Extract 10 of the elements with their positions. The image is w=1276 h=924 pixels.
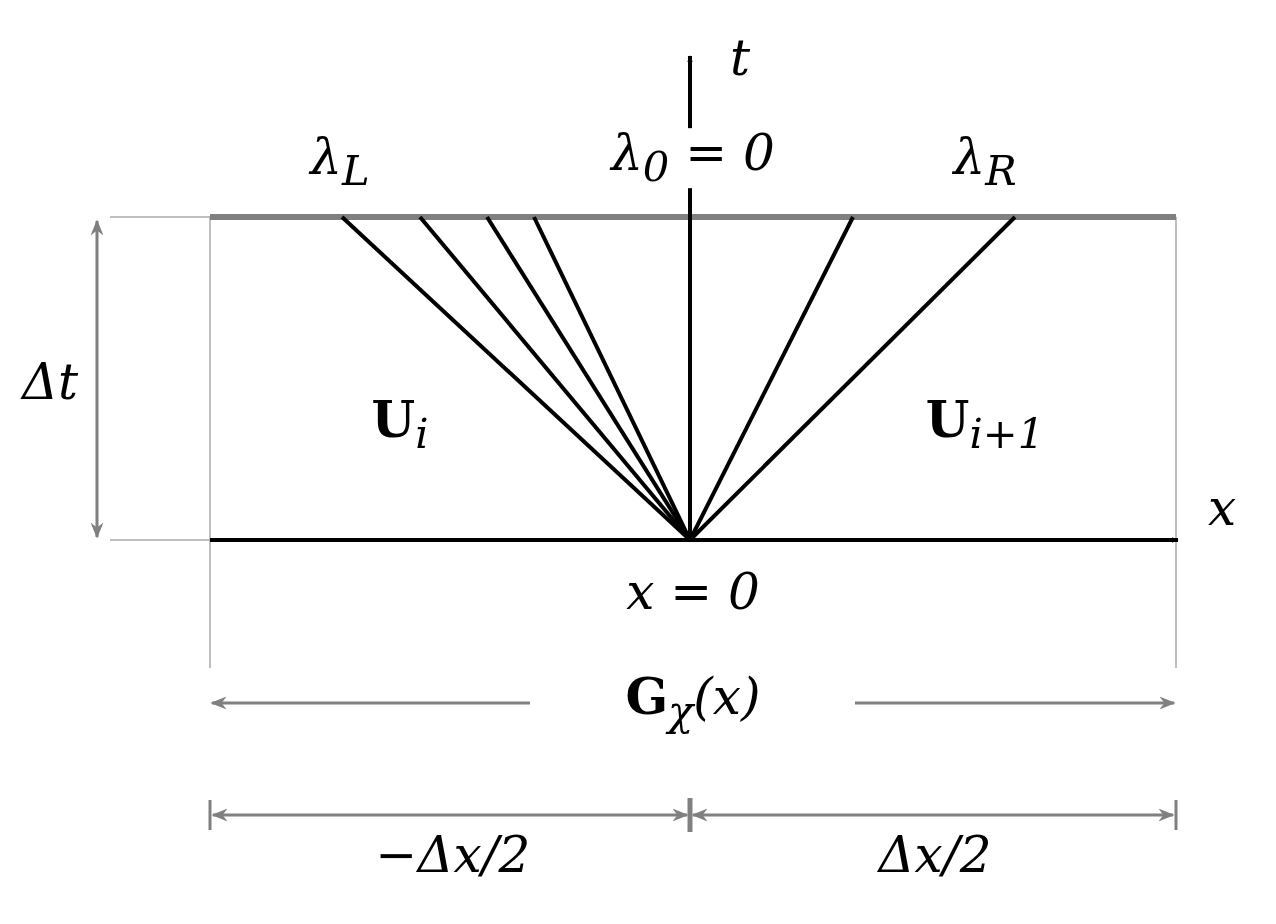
wave-speed-label: λ$_{L}$: [310, 132, 370, 192]
dimension-label: Δt: [21, 357, 79, 407]
dimension-label: Δx/2: [878, 830, 992, 880]
state-label: U$_{i+1}$: [925, 395, 1045, 455]
dimension-label: −Δx/2: [375, 830, 531, 880]
function-label: G$_{χ}$(x): [625, 672, 761, 732]
axis-label: x: [1207, 483, 1237, 533]
state-label: U$_{i}$: [371, 395, 429, 455]
wave-speed-label: λ$_{R}$: [953, 132, 1017, 192]
axis-label: t: [729, 33, 751, 83]
